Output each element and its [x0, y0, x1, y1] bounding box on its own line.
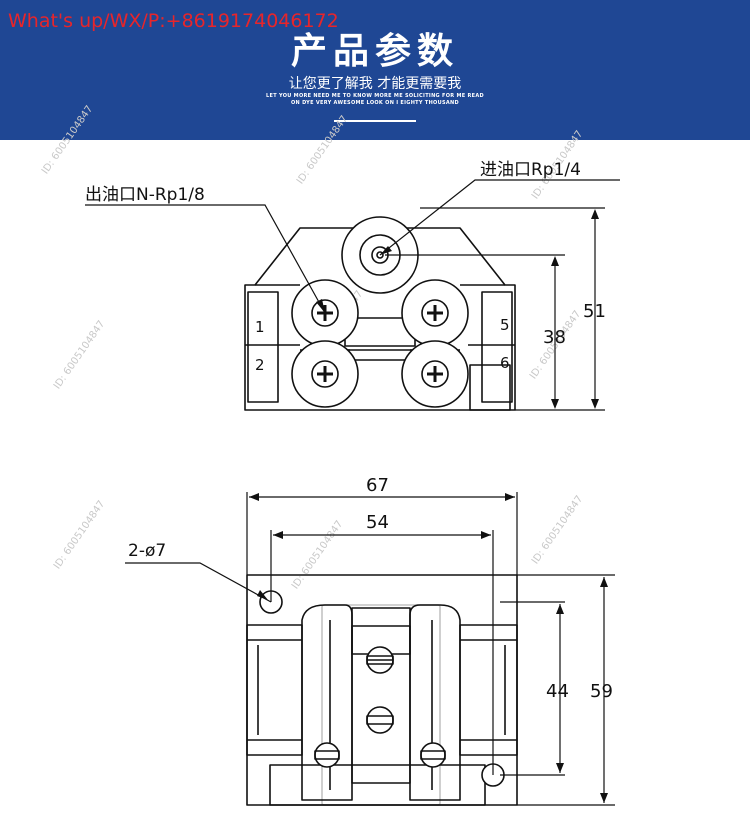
page-subtitle: 让您更了解我 才能更需要我 [288, 76, 462, 92]
header-banner: What's up/WX/P:+8619174046172 产品参数 让您更了解… [0, 0, 750, 140]
front-view-outline [246, 574, 518, 806]
contact-text: What's up/WX/P:+8619174046172 [8, 10, 339, 32]
outlet-port-label: 出油口N-Rp1/8 [85, 185, 205, 205]
technical-drawing: 出油口N-Rp1/8 进油口Rp1/4 1 2 5 6 38 51 [85, 160, 620, 806]
outlet-leader-line [85, 204, 326, 314]
front-view-holes [259, 590, 505, 787]
inlet-port-label: 进油口Rp1/4 [480, 160, 581, 180]
dim-label-59: 59 [590, 681, 613, 702]
dim-label-51: 51 [583, 301, 606, 322]
hole-spec-label: 2-ø7 [128, 541, 166, 561]
port-number-6: 6 [500, 354, 510, 372]
dim-label-38: 38 [543, 327, 566, 348]
dim-label-44: 44 [546, 681, 569, 702]
port-number-1: 1 [255, 318, 265, 336]
screw-icon [420, 359, 450, 389]
title-underline [334, 120, 416, 122]
port-number-5: 5 [500, 316, 510, 334]
page-title: 产品参数 [290, 31, 459, 72]
port-number-2: 2 [255, 356, 265, 374]
dim-label-54: 54 [366, 512, 389, 533]
tagline-line-1: LET YOU MORE NEED ME TO KNOW MORE ME SOL… [266, 93, 484, 99]
screw-icon [420, 298, 450, 328]
hole-leader-line [125, 562, 272, 603]
dim-label-67: 67 [366, 475, 389, 496]
inlet-leader-line [379, 179, 620, 256]
top-view-body-lobes [291, 216, 469, 408]
screw-icon [310, 359, 340, 389]
front-view-screw-slots [314, 646, 446, 768]
tagline-line-2: ON DYE VERY AWESOME LOOK ON I EIGHTY THO… [291, 100, 459, 106]
